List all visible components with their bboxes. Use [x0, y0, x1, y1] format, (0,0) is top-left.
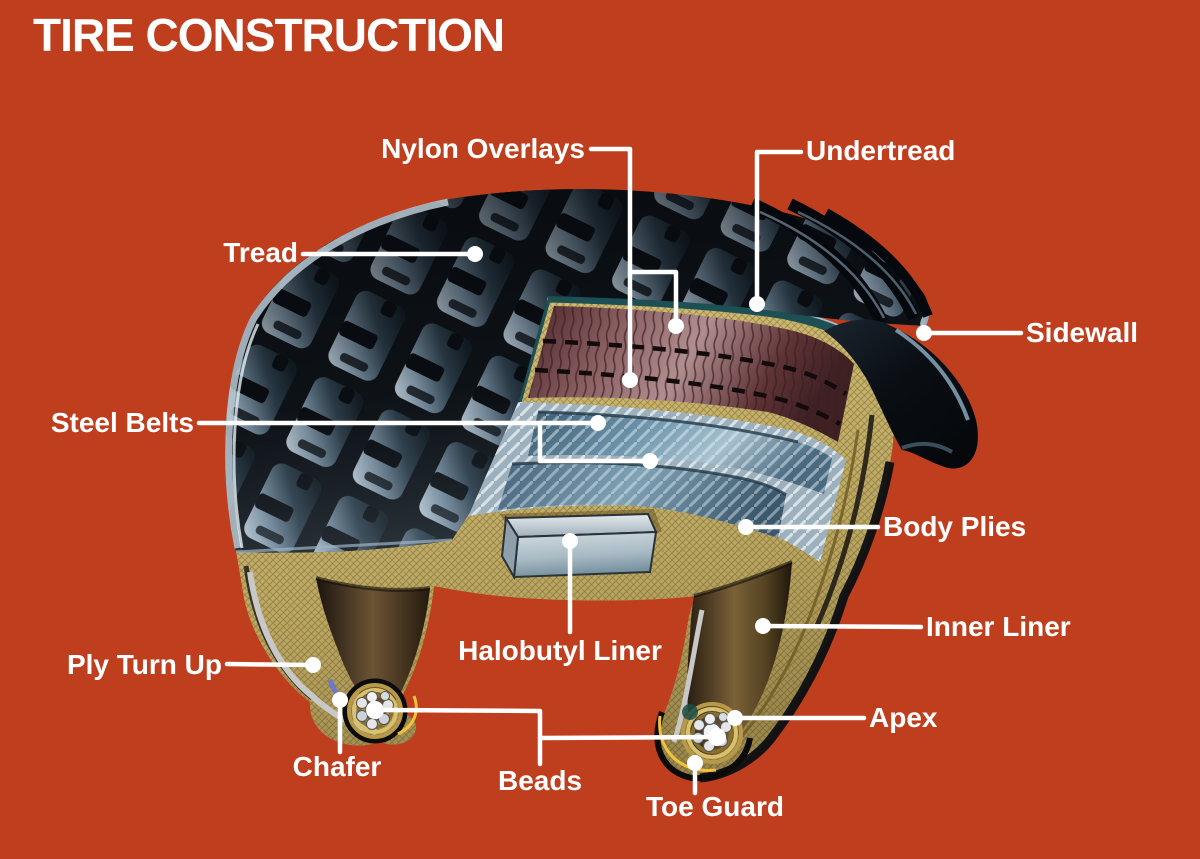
- label-nylon-overlays: Nylon Overlays: [381, 133, 585, 164]
- halobutyl-liner-box: [500, 509, 662, 581]
- leader-inner-liner: [760, 623, 924, 630]
- label-ply-turn-up: Ply Turn Up: [66, 649, 222, 680]
- label-undertread: Undertread: [806, 135, 956, 166]
- leader-nylon-overlays: [588, 146, 633, 383]
- leader-lines: [196, 146, 1024, 796]
- label-beads: Beads: [497, 765, 583, 796]
- leader-beads-right: [537, 734, 720, 741]
- leader-beads-left: [372, 707, 543, 767]
- leader-nylon-overlays-branch: [627, 269, 679, 329]
- leader-ply-turn-up: [224, 661, 316, 668]
- label-steel-belts: Steel Belts: [50, 407, 194, 438]
- toe-guard-line-left: [397, 695, 418, 736]
- tread-region: [225, 189, 933, 554]
- nylon-overlays-layer: [528, 306, 854, 442]
- label-tread: Tread: [223, 237, 298, 268]
- label-chafer: Chafer: [292, 751, 382, 782]
- label-sidewall: Sidewall: [1026, 317, 1139, 348]
- label-apex: Apex: [869, 702, 938, 733]
- leader-steel-belts-branch: [537, 420, 653, 464]
- label-body-plies: Body Plies: [883, 511, 1027, 542]
- label-halobutyl-liner: Halobutyl Liner: [458, 635, 662, 666]
- callout-dots: [305, 246, 932, 771]
- leader-undertread: [754, 149, 804, 307]
- label-toe-guard: Toe Guard: [646, 791, 784, 822]
- label-inner-liner: Inner Liner: [926, 611, 1071, 642]
- toe-guard-line-right: [658, 715, 717, 772]
- bead-left: [243, 565, 418, 744]
- sidewall-region: [699, 319, 978, 783]
- page-title: TIRE CONSTRUCTION: [33, 9, 505, 61]
